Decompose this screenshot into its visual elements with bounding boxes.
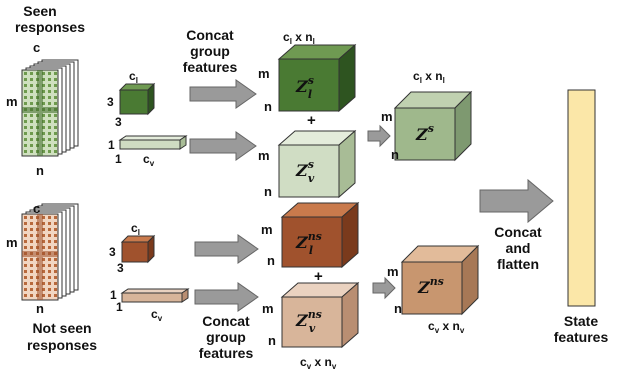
notseen-bar-dim-1b: 1: [116, 300, 123, 314]
seen-stack-layers: [21, 59, 79, 157]
seen-cl-label: cl: [129, 69, 138, 85]
seen-responses-title-line1: Seen: [23, 3, 56, 19]
zns-dim-m: m: [387, 264, 399, 279]
state-features-line2: features: [554, 329, 609, 345]
zls-cube: [277, 43, 357, 113]
state-features-bar: [567, 89, 596, 307]
seen-value-feature-bar: [118, 135, 188, 150]
notseen-response-stack: [21, 203, 79, 301]
zlns-cube: [280, 201, 360, 269]
concat-flatten-line3: flatten: [497, 256, 539, 272]
zls-dims-label: cl x nl: [283, 30, 315, 46]
zs-cube: [393, 90, 473, 162]
seen-cube-dim-3a: 3: [107, 95, 114, 109]
plus-bottom: +: [314, 268, 323, 285]
concat-group-top-line2: group: [190, 43, 230, 59]
notseen-bar-dim-1a: 1: [110, 288, 117, 302]
seen-dim-n: n: [36, 163, 44, 178]
seen-dim-m: m: [6, 94, 18, 109]
zvs-dim-m: m: [258, 148, 270, 163]
seen-bar-dim-1a: 1: [108, 138, 115, 152]
concat-group-bottom-line2: group: [206, 329, 246, 345]
plus-top: +: [307, 112, 316, 129]
arrow-notseen-cl: [194, 234, 259, 264]
zvns-dim-n: n: [268, 333, 276, 348]
concat-group-top-line3: features: [183, 59, 238, 75]
zns-dims-label: cv x nv: [428, 319, 465, 335]
concat-flatten-line2: and: [506, 240, 531, 256]
notseen-title-line1: Not seen: [32, 320, 91, 336]
notseen-value-feature-bar: [120, 288, 190, 303]
notseen-cube-dim-3a: 3: [109, 245, 116, 259]
seen-dim-c: c: [33, 40, 40, 55]
notseen-dim-c: c: [33, 201, 40, 216]
notseen-cv-label: cv: [151, 307, 163, 323]
arrow-seen-cv: [189, 131, 257, 161]
zvns-dim-m: m: [262, 301, 274, 316]
arrow-seen-cl: [189, 79, 257, 109]
zs-label: Zs: [415, 122, 434, 144]
seen-bar-dim-1b: 1: [115, 152, 122, 166]
zs-dim-n: n: [391, 147, 399, 162]
notseen-cube-dim-3b: 3: [117, 261, 124, 275]
zlns-dim-m: m: [261, 222, 273, 237]
seen-response-stack: [21, 59, 79, 157]
zvns-cube: [280, 281, 360, 349]
zvs-dim-n: n: [264, 184, 272, 199]
arrow-notseen-cv: [194, 282, 259, 312]
notseen-dim-m: m: [6, 235, 18, 250]
state-features-line1: State: [564, 313, 598, 329]
zls-dim-m: m: [258, 66, 270, 81]
zs-dim-m: m: [381, 109, 393, 124]
arrow-to-zns: [372, 276, 396, 300]
zlns-dim-n: n: [267, 253, 275, 268]
concat-group-bottom-line3: features: [199, 345, 254, 361]
zns-cube: [400, 244, 480, 316]
zns-label: Zns: [417, 275, 444, 297]
zns-dim-n: n: [394, 301, 402, 316]
seen-cube-dim-3b: 3: [115, 115, 122, 129]
concat-group-top-line1: Concat: [186, 27, 234, 43]
notseen-title-line2: responses: [27, 337, 97, 353]
arrow-concat-flatten: [479, 178, 554, 224]
zvns-dims-label: cv x nv: [300, 355, 337, 371]
notseen-dim-n: n: [36, 301, 44, 316]
seen-label-feature-cube: [118, 82, 156, 116]
seen-cv-label: cv: [143, 152, 155, 168]
concat-group-bottom-line1: Concat: [202, 313, 250, 329]
seen-responses-title-line2: responses: [15, 19, 85, 35]
zvs-cube: [277, 129, 357, 199]
concat-flatten-line1: Concat: [494, 224, 542, 240]
notseen-label-feature-cube: [120, 234, 156, 264]
zls-dim-n: n: [264, 99, 272, 114]
notseen-cl-label: cl: [131, 221, 140, 237]
zs-dims-label: cl x nl: [413, 69, 445, 85]
arrow-to-zs: [367, 124, 391, 148]
